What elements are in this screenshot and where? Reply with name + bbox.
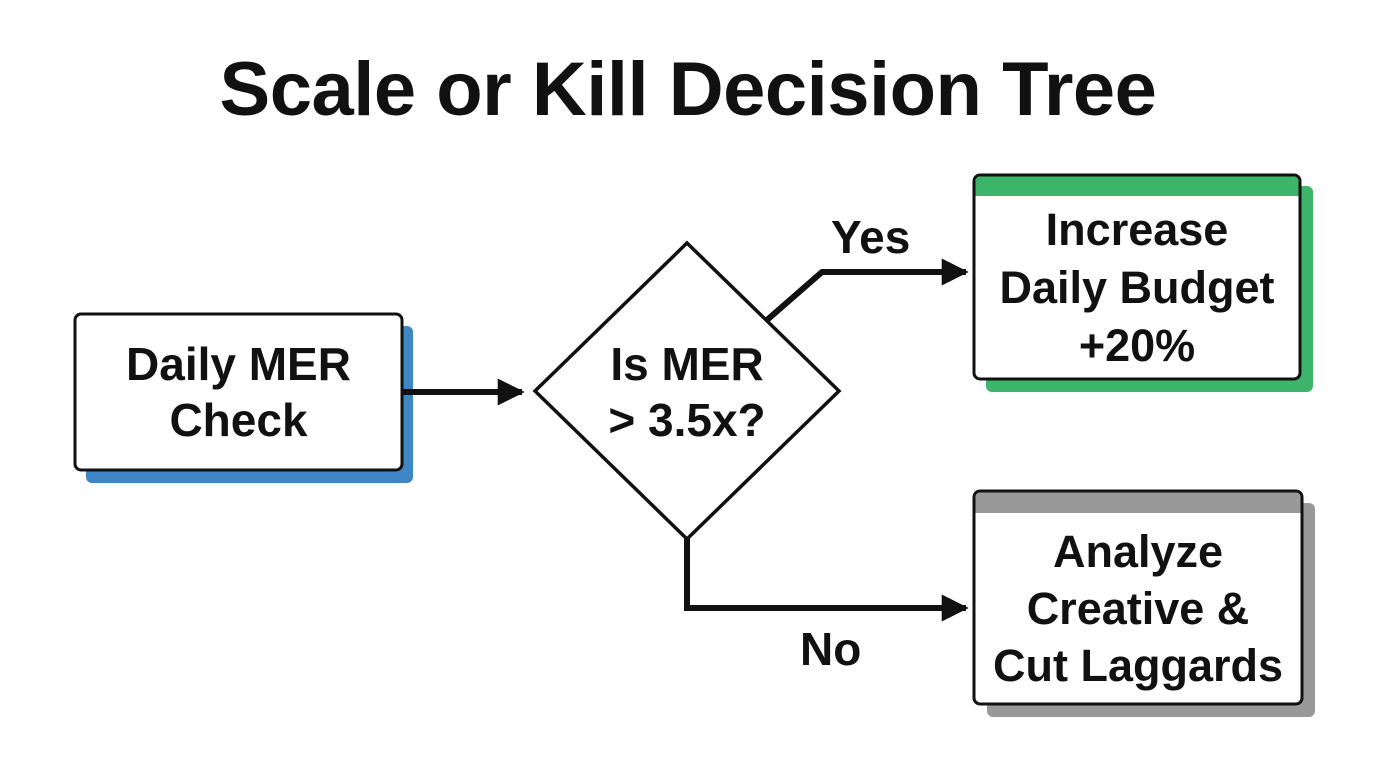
no-action-node (972, 489, 1315, 717)
decision-node-label: Is MER > 3.5x? (608, 338, 766, 446)
yes-action-label: Increase Daily Budget +20% (999, 203, 1275, 371)
diagram-title: Scale or Kill Decision Tree (219, 47, 1157, 132)
yes-action-node (972, 173, 1313, 392)
start-node-label: Daily MER Check (126, 338, 351, 446)
no-action-header-bar (975, 492, 1301, 513)
yes-action-box (972, 173, 1302, 381)
edge-yes-label: Yes (831, 211, 911, 263)
edge-no-label: No (800, 623, 862, 675)
edge-no (684, 539, 969, 622)
yes-action-header-bar (975, 176, 1299, 196)
edge-yes (765, 258, 969, 323)
no-action-label: Analyze Creative & Cut Laggards (992, 526, 1284, 691)
no-action-box (972, 489, 1304, 706)
start-node (73, 312, 413, 483)
